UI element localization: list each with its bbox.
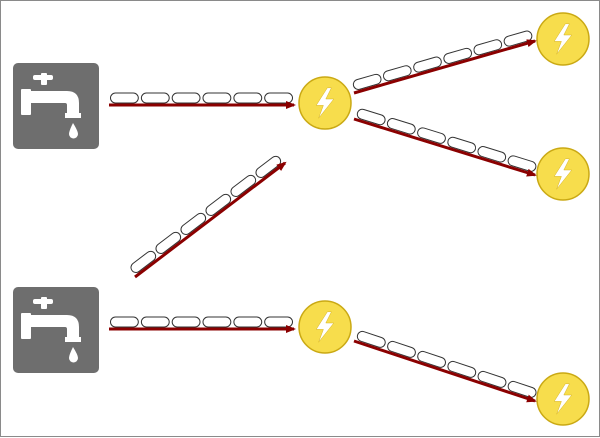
chain-link — [255, 155, 282, 178]
tap-1-source — [13, 63, 99, 149]
chain-link — [507, 380, 537, 398]
connection-hub-2-to-leaf-3 — [353, 330, 537, 403]
chain-link — [387, 340, 416, 358]
chain-link — [202, 316, 232, 328]
chain-link — [233, 316, 263, 328]
source-tile — [13, 287, 99, 373]
flow-arrow — [134, 161, 287, 279]
chain-link — [352, 73, 382, 90]
flow-arrow — [353, 339, 537, 403]
chain-link — [477, 146, 507, 163]
chain-link — [503, 30, 533, 47]
chain-link — [205, 193, 232, 216]
tap-2-source — [13, 287, 99, 373]
chain-link — [473, 39, 503, 56]
hub-2-node — [298, 300, 352, 354]
connection-hub-1-to-leaf-1 — [352, 30, 537, 95]
chain-link — [130, 250, 157, 273]
chain-link — [171, 316, 201, 328]
connection-tap-2-to-hub-1 — [130, 155, 287, 279]
chain-link — [140, 92, 170, 104]
chain-link — [140, 316, 170, 328]
chain-link — [447, 360, 477, 378]
connections-layer — [109, 30, 537, 403]
chain-link — [171, 92, 201, 104]
chain-link — [264, 92, 294, 104]
leaf-3-node — [536, 372, 590, 426]
chain-link — [202, 92, 232, 104]
chain-link — [447, 136, 477, 154]
connection-hub-1-to-leaf-2 — [353, 108, 537, 177]
chain-link — [180, 212, 207, 235]
chain-link — [356, 108, 386, 126]
source-tile — [13, 63, 99, 149]
chain-link — [417, 127, 446, 144]
chain-link — [443, 47, 473, 64]
hub-1-node — [298, 76, 352, 130]
leaf-2-node — [536, 147, 590, 201]
chain-link — [382, 65, 412, 82]
chain-link — [413, 56, 442, 73]
chain-link — [264, 316, 294, 328]
chain-link — [417, 350, 447, 368]
chain-link — [477, 370, 507, 388]
connection-tap-1-to-hub-1 — [109, 92, 296, 109]
leaf-1-node — [536, 12, 590, 66]
chain-link — [109, 92, 139, 104]
chain-link — [233, 92, 263, 104]
flow-arrow — [353, 117, 537, 177]
chain-link — [356, 330, 386, 348]
chain-link — [230, 174, 257, 197]
chain-link — [386, 118, 416, 135]
connection-tap-2-to-hub-2 — [109, 316, 296, 333]
chain-link — [155, 231, 182, 254]
chain-link — [109, 316, 139, 328]
nodes-layer — [13, 12, 590, 426]
chain-link — [507, 155, 537, 172]
flow-arrow — [353, 39, 537, 95]
